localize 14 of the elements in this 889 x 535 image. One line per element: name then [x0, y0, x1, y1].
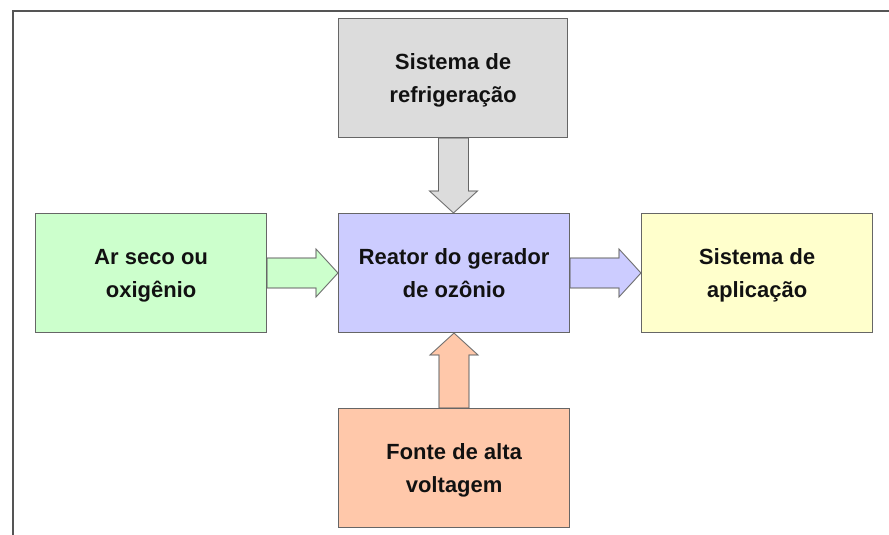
block-arrow	[428, 138, 479, 214]
block-arrow	[266, 248, 339, 298]
process-box	[338, 18, 568, 138]
process-box	[35, 213, 267, 333]
box-label: Sistema de refrigeração	[388, 48, 518, 109]
process-box	[641, 213, 873, 333]
process-box	[338, 408, 570, 528]
box-label: Ar seco ou oxigênio	[93, 243, 209, 304]
block-arrow	[428, 332, 480, 408]
box-label: Sistema de aplicação	[698, 243, 816, 304]
box-label: Fonte de alta voltagem	[385, 438, 523, 499]
box-label: Reator do gerador de ozônio	[358, 243, 550, 304]
block-arrow	[570, 248, 642, 298]
process-box	[338, 213, 570, 333]
